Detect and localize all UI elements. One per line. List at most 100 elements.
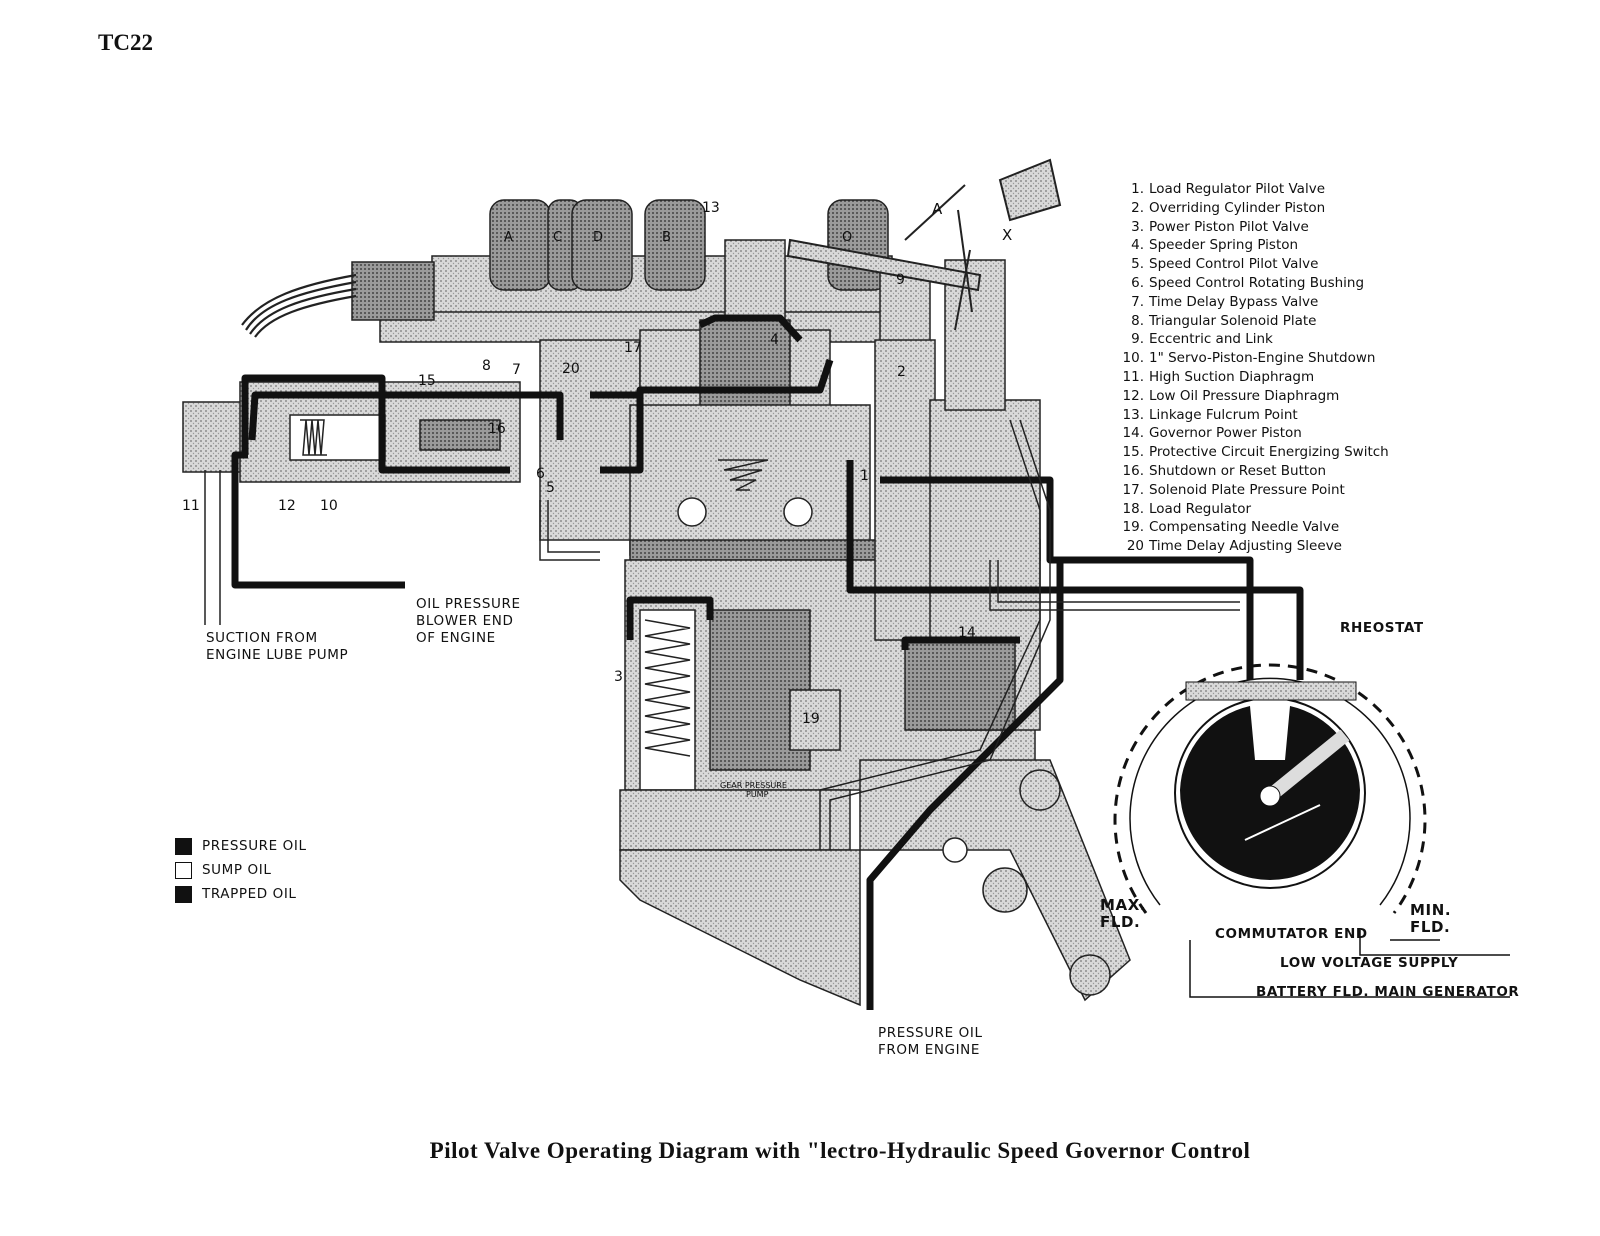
part-name: Low Oil Pressure Diaphragm	[1149, 387, 1340, 404]
lever-a-label: A	[932, 200, 943, 218]
part-name: Speed Control Pilot Valve	[1149, 256, 1319, 273]
part-name: Linkage Fulcrum Point	[1149, 406, 1298, 423]
caption: Pilot Valve Operating Diagram with "lect…	[429, 1138, 1251, 1163]
callout-12: 12	[278, 498, 296, 514]
part-number: 12.	[1122, 387, 1144, 404]
solenoid-d-label: D	[593, 230, 603, 245]
part-name: Protective Circuit Energizing Switch	[1149, 444, 1389, 461]
part-name: Triangular Solenoid Plate	[1149, 312, 1317, 329]
part-number: 13.	[1122, 406, 1144, 423]
parts-list-item: 19. Compensating Needle Valve	[1122, 518, 1389, 537]
part-number: 9.	[1131, 331, 1144, 348]
parts-list-item: 11. High Suction Diaphragm	[1122, 368, 1389, 387]
part-number: 19.	[1122, 519, 1144, 536]
battery-fld-label: BATTERY FLD. MAIN GENERATOR	[1256, 984, 1520, 1000]
part-number: 20	[1126, 538, 1144, 555]
callout-2: 2	[897, 364, 906, 380]
pressure-from-engine-label: PRESSURE OIL FROM ENGINE	[878, 1025, 983, 1058]
part-name: Solenoid Plate Pressure Point	[1149, 481, 1345, 498]
commutator-end-label: COMMUTATOR END	[1215, 926, 1368, 942]
part-number: 1.	[1131, 181, 1144, 197]
part-number: 15.	[1122, 444, 1144, 461]
rheostat-label: RHEOSTAT	[1340, 620, 1424, 636]
part-name: Speed Control Rotating Bushing	[1149, 274, 1365, 291]
page-code: TC22	[98, 30, 153, 55]
part-number: 17.	[1122, 481, 1144, 498]
parts-list-item: 7.Time Delay Bypass Valve	[1122, 293, 1389, 312]
solenoid-o-label: O	[842, 230, 852, 245]
part-number: 3.	[1131, 218, 1144, 235]
callout-7: 7	[512, 362, 521, 378]
solenoid-a	[489, 199, 551, 291]
legend-item: TRAPPED OIL	[175, 882, 307, 906]
min-fld-label: MIN. FLD.	[1410, 901, 1452, 936]
part-name: Time Delay Bypass Valve	[1149, 293, 1319, 310]
callout-4: 4	[770, 332, 779, 348]
callout-6: 6	[536, 466, 545, 482]
callout-15: 15	[418, 373, 436, 389]
solenoid-a-label: A	[504, 230, 513, 245]
part-name: Shutdown or Reset Button	[1149, 462, 1327, 479]
gear-pump-label-1: GEAR PRESSURE	[720, 781, 787, 790]
part-name: High Suction Diaphragm	[1149, 368, 1315, 385]
legend-swatch	[175, 837, 192, 855]
part-name: 1" Servo-Piston-Engine Shutdown	[1149, 350, 1376, 367]
lever-x-label: X	[1002, 226, 1012, 244]
callout-9: 9	[896, 272, 905, 288]
legend-label: PRESSURE OIL	[202, 838, 307, 854]
parts-list-item: 13. Linkage Fulcrum Point	[1122, 406, 1389, 425]
legend-swatch	[175, 885, 192, 903]
part-number: 10.	[1122, 350, 1144, 367]
part-name: Load Regulator Pilot Valve	[1149, 181, 1325, 197]
solenoid-d	[571, 199, 633, 291]
parts-list-item: 17. Solenoid Plate Pressure Point	[1122, 481, 1389, 500]
part-number: 2.	[1131, 199, 1144, 216]
parts-list-item: 6. Speed Control Rotating Bushing	[1122, 274, 1389, 293]
part-number: 4.	[1131, 237, 1144, 254]
part-name: Speeder Spring Piston	[1149, 237, 1299, 254]
parts-list-item: 4. Speeder Spring Piston	[1122, 236, 1389, 255]
rheostat	[1113, 663, 1427, 914]
wiring	[1189, 930, 1510, 998]
part-number: 5.	[1131, 256, 1144, 273]
part-number: 11.	[1122, 368, 1144, 385]
part-name: Load Regulator	[1149, 500, 1252, 517]
callout-13: 13	[702, 200, 720, 216]
parts-list-item: 1. Load Regulator Pilot Valve	[1122, 180, 1389, 199]
part-number: 18.	[1122, 500, 1144, 517]
oil-pressure-blower-label: OIL PRESSURE BLOWER END OF ENGINE	[416, 596, 521, 646]
parts-list-item: 10. 1" Servo-Piston-Engine Shutdown	[1122, 349, 1389, 368]
legend-label: TRAPPED OIL	[202, 886, 297, 902]
callout-11: 11	[182, 498, 200, 514]
low-voltage-supply-label: LOW VOLTAGE SUPPLY	[1280, 955, 1459, 971]
callout-14: 14	[958, 625, 976, 641]
part-name: Time Delay Adjusting Sleeve	[1149, 538, 1342, 555]
callout-numbers: 11 12 10 15 16 8 7 20 17 6 5 13 4 2 9 1 …	[182, 200, 1282, 799]
part-name: Compensating Needle Valve	[1149, 519, 1340, 536]
part-number: 16.	[1122, 462, 1144, 479]
parts-list-item: 8. Triangular Solenoid Plate	[1122, 312, 1389, 331]
part-name: Power Piston Pilot Valve	[1149, 218, 1309, 235]
parts-list-item: 2.Overriding Cylinder Piston	[1122, 199, 1389, 218]
parts-list: 1. Load Regulator Pilot Valve 2.Overriding…	[1122, 180, 1389, 556]
parts-list-item: 14.Governor Power Piston	[1122, 424, 1389, 443]
part-number: 8.	[1131, 312, 1144, 329]
callout-18: 18	[1264, 728, 1282, 744]
part-name: Eccentric and Link	[1149, 331, 1273, 348]
legend-label: SUMP OIL	[202, 862, 272, 878]
part-number: 6.	[1131, 274, 1144, 291]
parts-list-item: 12. Low Oil Pressure Diaphragm	[1122, 387, 1389, 406]
solenoid-b	[644, 199, 706, 291]
linkage-levers	[786, 158, 1062, 331]
callout-20: 20	[562, 361, 580, 377]
parts-list-item: 18. Load Regulator	[1122, 500, 1389, 519]
callout-19: 19	[802, 711, 820, 727]
callout-17: 17	[624, 340, 642, 356]
parts-list-item: 15. Protective Circuit Energizing Switch	[1122, 443, 1389, 462]
solenoid-c-label: C	[553, 230, 562, 245]
legend-item: SUMP OIL	[175, 858, 307, 882]
parts-list-item: 5. Speed Control Pilot Valve	[1122, 255, 1389, 274]
part-name: Governor Power Piston	[1149, 425, 1302, 442]
callout-1: 1	[860, 468, 869, 484]
